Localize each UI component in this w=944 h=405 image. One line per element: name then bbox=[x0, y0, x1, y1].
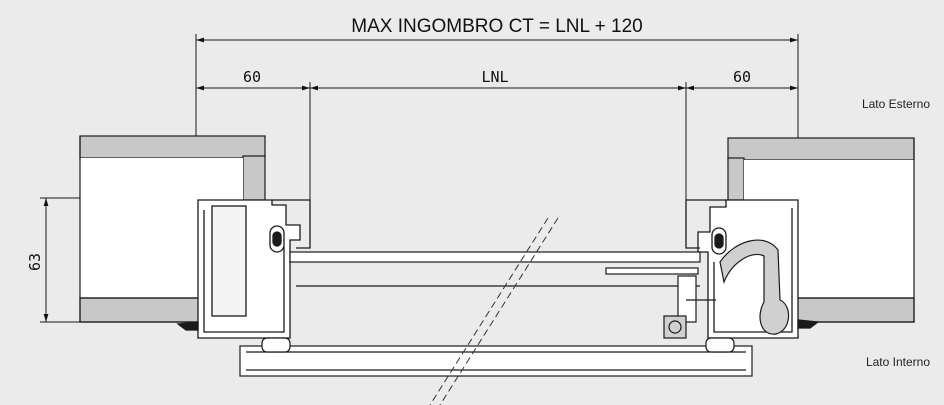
right-frame-profile bbox=[685, 199, 820, 339]
hinge-hardware bbox=[663, 239, 790, 339]
outside-side-label: Lato Esterno bbox=[862, 97, 930, 111]
right-margin-label: 60 bbox=[733, 68, 751, 86]
break-lines bbox=[429, 217, 559, 405]
overall-dimension-label: MAX INGOMBRO CT = LNL + 120 bbox=[351, 16, 642, 37]
dimension-lines bbox=[43, 37, 798, 322]
left-frame-profile bbox=[176, 199, 311, 339]
left-margin-label: 60 bbox=[243, 68, 261, 86]
inside-side-label: Lato Interno bbox=[866, 355, 930, 369]
depth-label: 63 bbox=[26, 253, 44, 271]
left-wall bbox=[79, 135, 266, 323]
clear-width-label: LNL bbox=[481, 68, 508, 86]
door-leaf bbox=[239, 251, 753, 377]
